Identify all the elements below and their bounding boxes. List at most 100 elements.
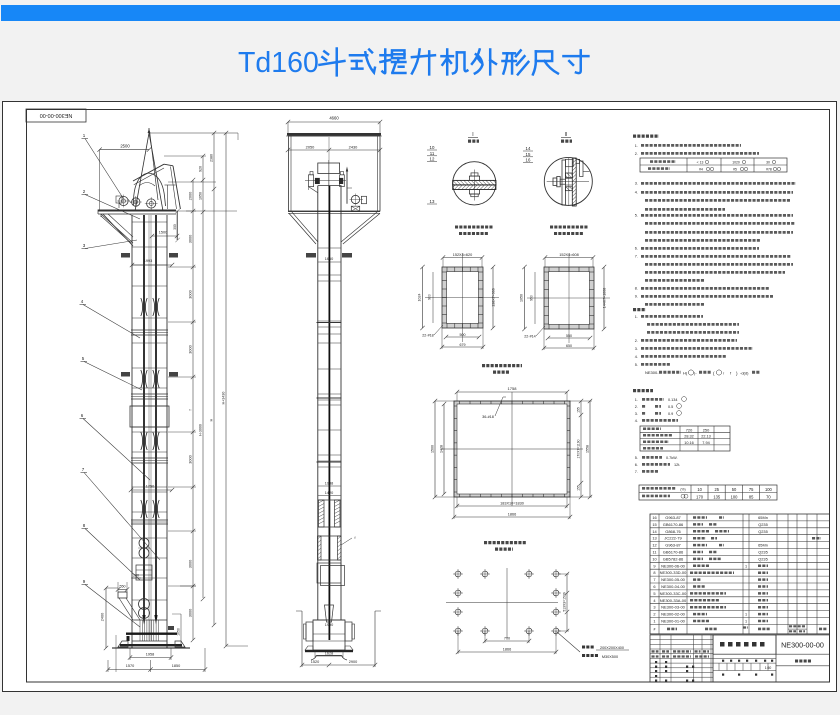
svg-text:900: 900 <box>428 294 432 300</box>
svg-text:8: 8 <box>83 523 86 528</box>
svg-text:1650: 1650 <box>199 192 203 200</box>
svg-text:1.: 1. <box>635 144 638 148</box>
svg-text:5.: 5. <box>635 363 638 367</box>
svg-text:1: 1 <box>83 133 86 138</box>
svg-text:2000: 2000 <box>189 192 193 200</box>
svg-text:f: f <box>189 410 193 411</box>
svg-text:2: 2 <box>83 189 86 194</box>
svg-text:5.: 5. <box>635 456 638 460</box>
svg-text:170X7=1190: 170X7=1190 <box>577 439 581 458</box>
svg-text:M30X500: M30X500 <box>602 655 618 659</box>
svg-text:28.32: 28.32 <box>684 435 694 439</box>
svg-text:9.: 9. <box>635 295 638 299</box>
svg-text:250: 250 <box>703 427 710 432</box>
svg-text:1958: 1958 <box>146 653 154 657</box>
svg-text:1: 1 <box>745 564 747 568</box>
svg-text:11: 11 <box>652 549 656 554</box>
svg-text:3.: 3. <box>635 182 638 186</box>
svg-text:NE300-33C-00: NE300-33C-00 <box>660 591 687 596</box>
svg-text:2500: 2500 <box>120 144 130 149</box>
svg-text:3.: 3. <box>635 412 638 416</box>
svg-text:7: 7 <box>653 577 655 582</box>
svg-text:2430: 2430 <box>349 145 358 150</box>
svg-text:16: 16 <box>652 515 656 520</box>
svg-text:9: 9 <box>653 563 655 568</box>
svg-text:1750: 1750 <box>146 485 154 489</box>
svg-text:2380: 2380 <box>210 154 214 162</box>
svg-text:GB5782-86: GB5782-86 <box>663 556 684 561</box>
svg-text:11: 11 <box>430 151 435 156</box>
svg-text:138X7=966: 138X7=966 <box>492 288 496 307</box>
svg-text:25: 25 <box>715 487 720 492</box>
svg-text:5.: 5. <box>635 214 638 218</box>
svg-text:5: 5 <box>82 356 85 361</box>
svg-text:NE300-00-00: NE300-00-00 <box>40 112 73 118</box>
svg-text:)-: )- <box>694 371 697 376</box>
svg-text:0.7kW.: 0.7kW. <box>666 456 678 460</box>
svg-text:1628: 1628 <box>325 652 333 656</box>
svg-text:1.: 1. <box>635 315 638 319</box>
svg-text:2.: 2. <box>635 152 638 156</box>
svg-text:15: 15 <box>652 522 656 527</box>
svg-text:75: 75 <box>749 487 754 492</box>
svg-text:16: 16 <box>526 158 531 163</box>
svg-text:1758: 1758 <box>508 386 518 391</box>
svg-text:15: 15 <box>526 152 531 157</box>
svg-text:1050: 1050 <box>520 294 524 302</box>
svg-text:6.: 6. <box>635 247 638 251</box>
svg-text:f: f <box>730 371 732 376</box>
svg-text:550: 550 <box>566 334 572 338</box>
svg-text:10: 10 <box>430 145 435 150</box>
svg-text:500: 500 <box>460 333 466 337</box>
svg-text:1866: 1866 <box>503 648 511 652</box>
svg-text:13: 13 <box>652 536 656 541</box>
svg-text:6.: 6. <box>635 463 638 467</box>
svg-text:22-#14: 22-#14 <box>524 335 535 339</box>
svg-text:920: 920 <box>199 166 203 172</box>
svg-text:1866: 1866 <box>508 513 516 517</box>
svg-text:H: H <box>210 418 214 421</box>
svg-text:Q235: Q235 <box>758 549 768 554</box>
svg-text:H+3430: H+3430 <box>222 392 226 405</box>
svg-text:NE300-: NE300- <box>645 370 659 375</box>
svg-text:7.: 7. <box>635 255 638 259</box>
svg-text:1900: 1900 <box>325 623 333 627</box>
svg-text:#: # <box>654 628 656 632</box>
svg-text:13: 13 <box>430 199 435 204</box>
svg-text:NE300-01-00: NE300-01-00 <box>661 618 686 623</box>
svg-text:200: 200 <box>133 574 139 578</box>
svg-text:NE300-33D-00: NE300-33D-00 <box>660 570 687 575</box>
svg-text:85: 85 <box>749 494 754 499</box>
svg-text:3000: 3000 <box>189 290 193 298</box>
svg-text:GB6170-86: GB6170-86 <box>663 522 684 527</box>
svg-text:NE300-05-00: NE300-05-00 <box>661 577 686 582</box>
svg-text:1: 1 <box>653 618 655 623</box>
svg-text:0.9: 0.9 <box>668 412 673 416</box>
svg-text:70: 70 <box>766 494 771 499</box>
svg-text:GB6170-86: GB6170-86 <box>663 549 684 554</box>
svg-text:7: 7 <box>82 467 85 472</box>
svg-text:550: 550 <box>120 585 126 589</box>
svg-text:1420: 1420 <box>325 491 333 495</box>
svg-text:NE300-04-00: NE300-04-00 <box>661 584 686 589</box>
svg-text:183X10=1830: 183X10=1830 <box>500 502 524 506</box>
svg-text:513X3=1539: 513X3=1539 <box>563 592 567 611</box>
svg-text:10.16: 10.16 <box>684 441 694 445</box>
svg-text:300: 300 <box>173 224 177 230</box>
svg-text:4: 4 <box>81 299 84 304</box>
svg-text:144X7=1008: 144X7=1008 <box>603 288 607 309</box>
svg-text:3000: 3000 <box>189 235 193 243</box>
svg-text:200X200X400: 200X200X400 <box>600 646 624 650</box>
svg-text:8: 8 <box>653 570 655 575</box>
svg-text:1428: 1428 <box>440 445 444 453</box>
svg-text:1520: 1520 <box>311 660 319 664</box>
svg-text:H(: H( <box>683 371 688 376</box>
svg-text:1993: 1993 <box>144 259 152 263</box>
svg-text:12: 12 <box>430 157 435 162</box>
svg-text:6: 6 <box>653 584 655 589</box>
svg-text:100: 100 <box>731 494 739 499</box>
svg-text:2900: 2900 <box>349 660 357 664</box>
svg-text:9: 9 <box>83 579 86 584</box>
svg-text:0.5: 0.5 <box>668 405 673 409</box>
svg-text:1500: 1500 <box>431 445 435 453</box>
